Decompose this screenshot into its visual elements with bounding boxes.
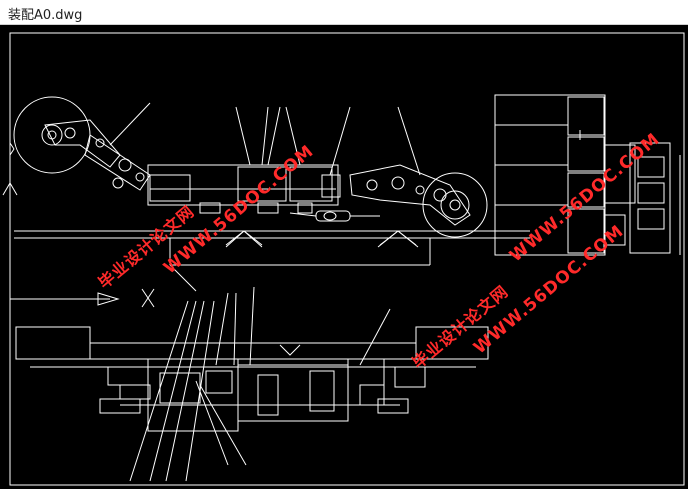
side-view xyxy=(494,94,681,256)
assembly-drawing xyxy=(2,32,685,486)
cad-drawing-canvas[interactable]: WWW.56DOC.COM 毕业设计论文网 WWW.56DOC.COM 毕业设计… xyxy=(0,25,688,489)
window-titlebar: 装配A0.dwg xyxy=(0,0,688,25)
right-wheel-assembly xyxy=(349,164,488,238)
top-view xyxy=(15,326,489,432)
left-wheel-assembly xyxy=(9,96,151,191)
leader-lines xyxy=(109,102,421,482)
window-title: 装配A0.dwg xyxy=(8,8,83,23)
central-body xyxy=(147,164,380,222)
